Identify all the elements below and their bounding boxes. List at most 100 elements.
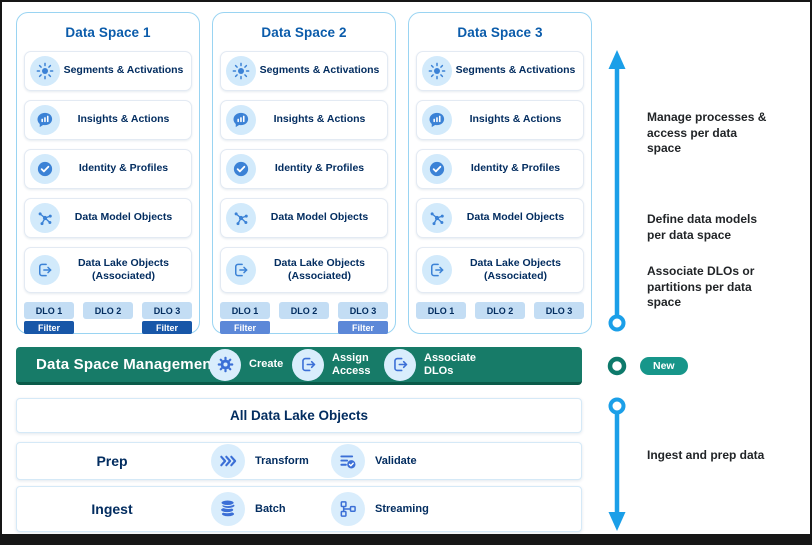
management-title: Data Space Management (36, 356, 217, 373)
prep-validate-group: Validate (331, 444, 417, 478)
annotation-define-models: Define data models per data space (647, 212, 758, 242)
dlo-chip: DLO 1 (416, 302, 466, 319)
insights-icon (30, 105, 60, 135)
card-label: Insights & Actions (77, 113, 170, 126)
export-icon (422, 255, 452, 285)
dlo-1-group: DLO 1 Filter (220, 302, 270, 334)
card-label: Identity & Profiles (274, 162, 365, 175)
card-label: Segments & Activations (455, 64, 576, 77)
segments-icon (226, 56, 256, 86)
export-icon (384, 348, 416, 381)
identity-check-icon (30, 154, 60, 184)
card-label: Insights & Actions (273, 113, 366, 126)
dlo-3-group: DLO 3 (534, 302, 584, 319)
card-label: Data Lake Objects (Associated) (273, 256, 366, 282)
card-data-model-objects: Data Model Objects (24, 198, 192, 238)
identity-check-icon (422, 154, 452, 184)
card-data-lake-objects: Data Lake Objects (Associated) (416, 247, 584, 293)
export-icon (226, 255, 256, 285)
management-action-assign-access: Assign Access (292, 348, 396, 381)
frame-bottom-edge (2, 534, 810, 543)
filter-badge: Filter (24, 321, 74, 334)
dlo-row: DLO 1 Filter DLO 2 DLO 3 Filter (220, 302, 388, 334)
transform-icon (211, 444, 245, 478)
annotation-rail (607, 50, 627, 531)
management-marker-icon (607, 356, 627, 376)
card-label: Identity & Profiles (470, 162, 561, 175)
dlo-chip: DLO 3 (338, 302, 388, 319)
card-insights-actions: Insights & Actions (220, 100, 388, 140)
up-arrow-icon (608, 50, 626, 332)
all-dlo-label: All Data Lake Objects (229, 408, 369, 423)
card-segments-activations: Segments & Activations (24, 51, 192, 91)
card-data-lake-objects: Data Lake Objects (Associated) (24, 247, 192, 293)
export-icon (30, 255, 60, 285)
filter-badge: Filter (220, 321, 270, 334)
export-icon (292, 348, 324, 381)
annotation-associate-dlos: Associate DLOs or partitions per data sp… (647, 264, 755, 310)
card-data-lake-objects: Data Lake Objects (Associated) (220, 247, 388, 293)
ingest-label: Ingest (91, 501, 133, 517)
identity-check-icon (226, 154, 256, 184)
prep-label: Prep (96, 453, 128, 469)
dlo-row: DLO 1 DLO 2 DLO 3 (416, 302, 584, 319)
ingest-row: Ingest Batch Streaming (16, 486, 582, 532)
action-label: Create (249, 358, 284, 371)
card-identity-profiles: Identity & Profiles (416, 149, 584, 189)
dlo-row: DLO 1 Filter DLO 2 DLO 3 Filter (24, 302, 192, 334)
segments-icon (30, 56, 60, 86)
prep-transform-group: Transform (211, 444, 309, 478)
action-label: Associate DLOs (424, 351, 476, 377)
dlo-chip: DLO 1 (220, 302, 270, 319)
action-label: Validate (375, 455, 417, 467)
data-space-2-panel: Data Space 2 Segments & Activations Insi… (212, 12, 396, 334)
down-arrow-icon (608, 397, 626, 531)
action-label: Streaming (375, 503, 429, 515)
data-space-3-panel: Data Space 3 Segments & Activations Insi… (408, 12, 592, 334)
data-model-icon (226, 203, 256, 233)
segments-icon (422, 56, 452, 86)
action-label: Assign Access (332, 351, 371, 377)
data-space-1-title: Data Space 1 (65, 24, 151, 40)
card-label: Data Model Objects (270, 211, 369, 224)
data-model-icon (30, 203, 60, 233)
insights-icon (422, 105, 452, 135)
data-space-3-title: Data Space 3 (457, 24, 543, 40)
dlo-1-group: DLO 1 (416, 302, 466, 319)
annotation-ingest-prep: Ingest and prep data (647, 448, 765, 462)
dlo-chip: DLO 2 (83, 302, 133, 319)
dlo-chip: DLO 2 (475, 302, 525, 319)
insights-icon (226, 105, 256, 135)
all-data-lake-objects-row: All Data Lake Objects (16, 398, 582, 433)
action-label: Batch (255, 503, 286, 515)
ingest-streaming-group: Streaming (331, 492, 429, 526)
streaming-icon (331, 492, 365, 526)
data-space-1-panel: Data Space 1 Segments & Activations Insi… (16, 12, 200, 334)
dlo-chip: DLO 2 (279, 302, 329, 319)
dlo-2-group: DLO 2 (83, 302, 133, 334)
card-label: Data Lake Objects (Associated) (469, 256, 562, 282)
gear-icon (209, 348, 241, 381)
card-data-model-objects: Data Model Objects (220, 198, 388, 238)
ingest-batch-group: Batch (211, 492, 286, 526)
dlo-chip: DLO 1 (24, 302, 74, 319)
card-segments-activations: Segments & Activations (220, 51, 388, 91)
data-model-icon (422, 203, 452, 233)
dlo-3-group: DLO 3 Filter (142, 302, 192, 334)
action-label: Transform (255, 455, 309, 467)
card-label: Segments & Activations (63, 64, 184, 77)
dlo-2-group: DLO 2 (279, 302, 329, 334)
card-label: Insights & Actions (469, 113, 562, 126)
dlo-2-group: DLO 2 (475, 302, 525, 319)
validate-icon (331, 444, 365, 478)
batch-icon (211, 492, 245, 526)
dlo-3-group: DLO 3 Filter (338, 302, 388, 334)
card-label: Data Model Objects (466, 211, 565, 224)
new-badge: New (640, 357, 688, 375)
card-label: Segments & Activations (259, 64, 380, 77)
data-space-2-title: Data Space 2 (261, 24, 347, 40)
card-segments-activations: Segments & Activations (416, 51, 584, 91)
management-action-associate-dlos: Associate DLOs (384, 348, 488, 381)
card-label: Data Lake Objects (Associated) (77, 256, 170, 282)
annotation-manage-processes: Manage processes & access per data space (647, 110, 767, 156)
